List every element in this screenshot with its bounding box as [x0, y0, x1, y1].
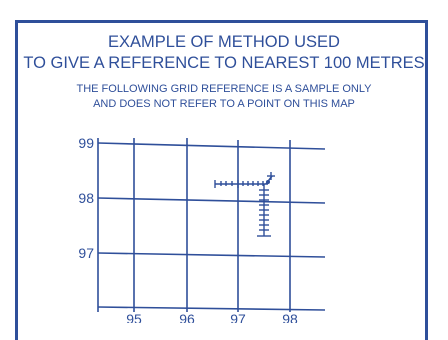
easting-label-96: 96 [179, 311, 195, 323]
subtitle-line-2: AND DOES NOT REFER TO A POINT ON THIS MA… [93, 98, 355, 110]
easting-label-97: 97 [230, 311, 246, 323]
grid-line-northing-98 [97, 197, 326, 204]
grid-line-northing-99 [97, 142, 326, 150]
easting-scale [214, 180, 268, 188]
subtitle-line-1: THE FOLLOWING GRID REFERENCE IS A SAMPLE… [76, 83, 372, 95]
grid-line-northing-96 [97, 306, 326, 311]
grid-line-northing-97 [97, 252, 326, 258]
northing-label-99: 99 [78, 135, 94, 151]
grid-diagram: 99 98 97 95 96 97 98 [78, 135, 326, 323]
northing-scale [257, 184, 271, 237]
northing-label-98: 98 [78, 190, 94, 206]
legend-panel [15, 20, 428, 340]
sample-point-marker [265, 172, 275, 185]
easting-label-95: 95 [126, 311, 142, 323]
title-line-2: TO GIVE A REFERENCE TO NEAREST 100 METRE… [23, 54, 425, 72]
northing-label-97: 97 [78, 245, 94, 261]
title-line-1: EXAMPLE OF METHOD USED [108, 33, 340, 51]
easting-label-98: 98 [282, 311, 298, 323]
